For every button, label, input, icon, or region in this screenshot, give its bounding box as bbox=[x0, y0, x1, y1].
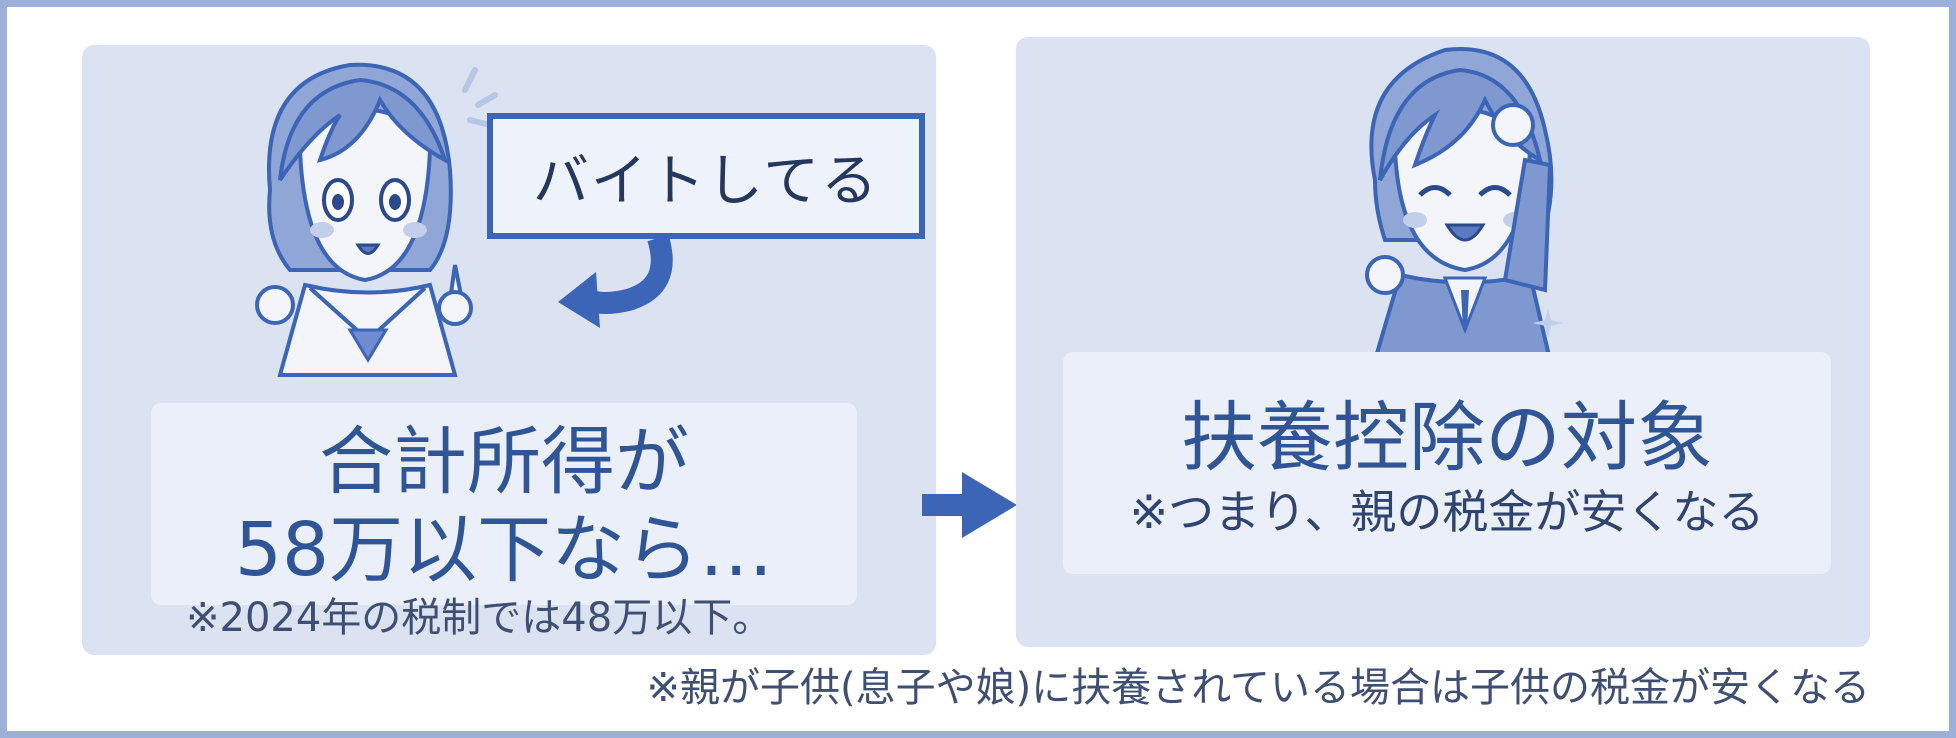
left-condition-box bbox=[151, 403, 857, 605]
curved-arrow-icon bbox=[558, 234, 673, 328]
suited-student-illustration bbox=[1365, 47, 1563, 362]
tax-year-note: ※2024年の税制では48万以下。 bbox=[186, 595, 773, 641]
result-note: ※つまり、親の税金が安くなる bbox=[1129, 485, 1765, 539]
footer-note: ※親が子供(息子や娘)に扶養されている場合は子供の税金が安くなる bbox=[646, 665, 1870, 711]
student-girl-illustration bbox=[255, 62, 498, 377]
left-condition-title: 合計所得が 58万以下なら… bbox=[151, 418, 857, 594]
speech-callout-text: バイトしてる bbox=[532, 148, 880, 214]
condition-line-1: 合計所得が bbox=[319, 419, 689, 505]
right-result-box bbox=[1063, 352, 1831, 574]
speech-callout: バイトしてる bbox=[487, 113, 925, 239]
right-arrow-icon bbox=[922, 472, 1017, 538]
condition-line-2: 58万以下なら… bbox=[234, 507, 774, 593]
result-title: 扶養控除の対象 bbox=[1181, 393, 1713, 482]
